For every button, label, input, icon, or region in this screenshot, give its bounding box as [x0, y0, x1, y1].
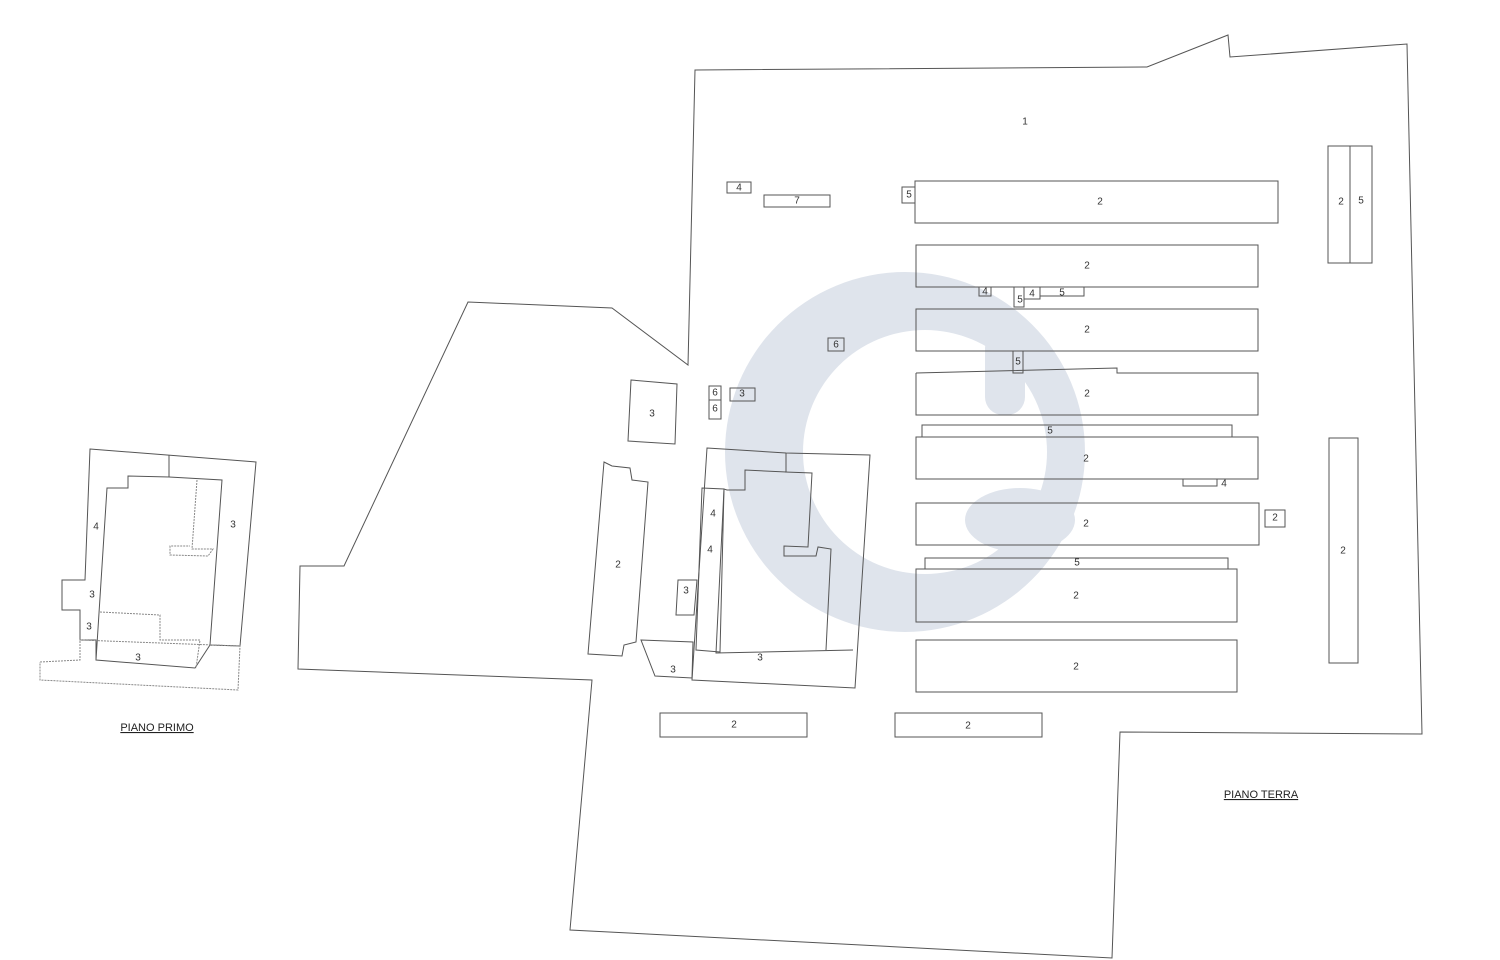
unit-labels: 1 4 7 5 2 2 4 5 4 5 2 5 2 5 2 4 2 2 5 2 …	[86, 117, 1364, 732]
unit-label: 3	[683, 586, 689, 597]
unit-label: 4	[707, 545, 713, 556]
first-floor-plan	[39, 448, 257, 691]
unit-label: 3	[757, 653, 763, 664]
first-floor-title: PIANO PRIMO	[120, 722, 194, 734]
unit-label: 5	[906, 190, 912, 201]
unit-label: 2	[1084, 261, 1090, 272]
unit-label: 4	[982, 287, 988, 298]
unit-label: 5	[1074, 558, 1080, 569]
unit-label: 3	[739, 389, 745, 400]
unit-label: 5	[1059, 288, 1065, 299]
unit-label: 2	[965, 721, 971, 732]
unit-label: 2	[731, 720, 737, 731]
unit-label: 6	[712, 388, 718, 399]
unit-label: 2	[1338, 197, 1344, 208]
unit-label: 5	[1358, 196, 1364, 207]
unit-label: 4	[1221, 479, 1227, 490]
ground-floor-units	[587, 145, 1373, 738]
unit-label: 2	[1084, 389, 1090, 400]
unit-label: 2	[1084, 325, 1090, 336]
unit-label: 5	[1015, 357, 1021, 368]
watermark-logo	[725, 272, 1085, 632]
unit-label: 2	[1097, 197, 1103, 208]
unit-label: 7	[794, 196, 800, 207]
unit-label: 6	[833, 340, 839, 351]
unit-label: 6	[712, 404, 718, 415]
unit-label: 2	[615, 560, 621, 571]
unit-label: 5	[1047, 426, 1053, 437]
unit-label: 4	[93, 522, 99, 533]
unit-label: 3	[135, 653, 141, 664]
unit-label: 2	[1083, 519, 1089, 530]
unit-label: 3	[230, 520, 236, 531]
unit-label: 3	[670, 665, 676, 676]
unit-label: 3	[89, 590, 95, 601]
unit-label: 2	[1340, 546, 1346, 557]
unit-label: 2	[1083, 454, 1089, 465]
unit-label: 1	[1022, 117, 1028, 128]
unit-label: 4	[710, 509, 716, 520]
ground-floor-site-boundary	[297, 34, 1423, 959]
unit-label: 3	[86, 622, 92, 633]
unit-label: 2	[1272, 513, 1278, 524]
unit-label: 2	[1073, 591, 1079, 602]
ground-floor-title: PIANO TERRA	[1224, 789, 1299, 801]
unit-label: 3	[649, 409, 655, 420]
unit-label: 5	[1017, 295, 1023, 306]
unit-label: 2	[1073, 662, 1079, 673]
unit-label: 4	[1029, 289, 1035, 300]
unit-label: 4	[736, 183, 742, 194]
